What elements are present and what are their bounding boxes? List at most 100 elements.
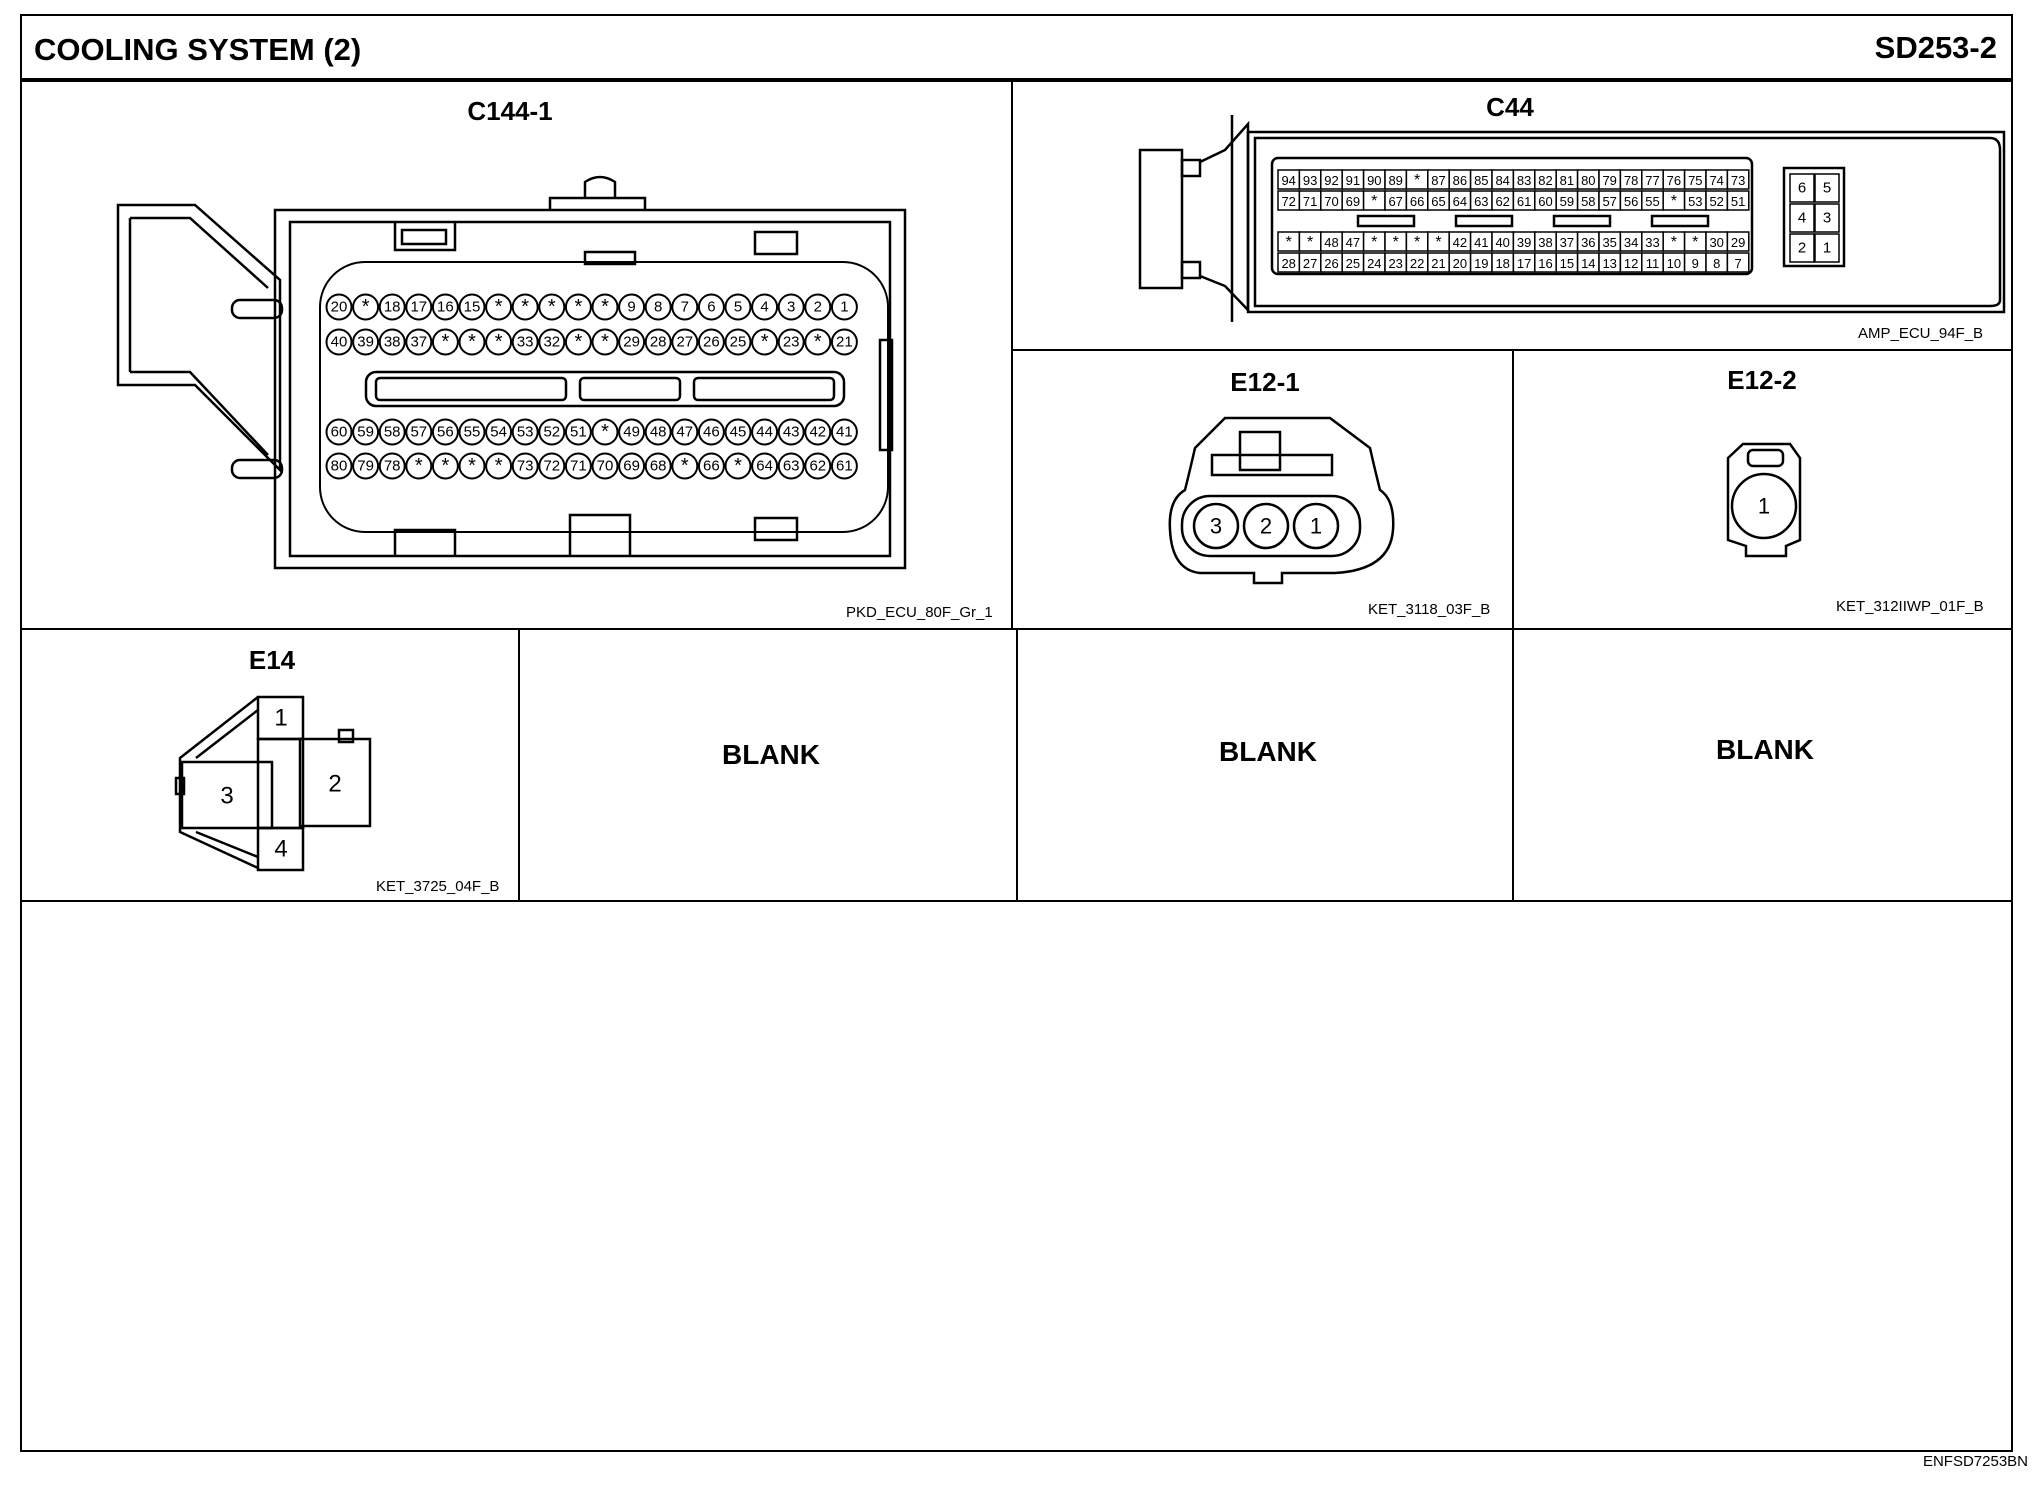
c144-pin bbox=[644, 418, 672, 446]
e12-1-pin-label: 1 bbox=[1310, 514, 1322, 539]
e12-1-pin bbox=[1192, 502, 1240, 550]
page-code: SD253-2 bbox=[1874, 30, 1997, 65]
c144-pin-label: 73 bbox=[517, 458, 534, 475]
c144-pin bbox=[538, 293, 566, 321]
c144-pin-label: 8 bbox=[654, 299, 662, 316]
c144-pin bbox=[671, 328, 699, 356]
c44-pin-label: 16 bbox=[1538, 256, 1552, 271]
c144-pin bbox=[352, 293, 380, 321]
c144-pin bbox=[564, 418, 592, 446]
c44-aux-pin-label: 2 bbox=[1798, 240, 1806, 257]
c44-pin-label: 83 bbox=[1517, 173, 1531, 188]
c144-pin-label: * bbox=[468, 455, 476, 477]
c44-pin-label: 64 bbox=[1453, 194, 1467, 209]
c144-pin-label: 45 bbox=[730, 424, 747, 441]
c144-pin bbox=[724, 418, 752, 446]
c44-pin-label: 39 bbox=[1517, 235, 1531, 250]
c144-pin bbox=[591, 452, 619, 480]
c144-pin-label: * bbox=[761, 331, 769, 353]
c44-pin-label: 56 bbox=[1624, 194, 1638, 209]
c144-pin bbox=[378, 418, 406, 446]
e12-1-part-code: KET_3118_03F_B bbox=[1368, 601, 1491, 618]
c44-pin-label: 37 bbox=[1560, 235, 1574, 250]
c44-pin-label: 14 bbox=[1581, 256, 1595, 271]
c144-pin-label: 32 bbox=[543, 334, 560, 351]
c44-pin-label: 78 bbox=[1624, 173, 1638, 188]
c144-pin bbox=[777, 293, 805, 321]
c44-pin-label: 90 bbox=[1367, 173, 1381, 188]
c144-pin bbox=[830, 452, 858, 480]
c144-pin bbox=[538, 452, 566, 480]
c44-label: C44 bbox=[1486, 92, 1534, 122]
c144-pin-label: * bbox=[575, 296, 583, 318]
c144-pin-label: 15 bbox=[464, 299, 481, 316]
c144-pin-label: 55 bbox=[464, 424, 481, 441]
c44-pin-label: 9 bbox=[1692, 256, 1699, 271]
c44-pin-label: 18 bbox=[1495, 256, 1509, 271]
c144-pin bbox=[724, 452, 752, 480]
c144-label: C144-1 bbox=[467, 96, 553, 126]
c144-pin bbox=[431, 328, 459, 356]
c144-pin bbox=[751, 452, 779, 480]
c144-pin-label: 29 bbox=[623, 334, 640, 351]
c144-pin bbox=[591, 328, 619, 356]
e12-2-part-code: KET_312IIWP_01F_B bbox=[1836, 598, 1984, 615]
c144-pin-label: 80 bbox=[331, 458, 348, 475]
c144-pin bbox=[830, 293, 858, 321]
c44-pin-label: 20 bbox=[1453, 256, 1467, 271]
c144-pin bbox=[458, 293, 486, 321]
c44-pin-label: 81 bbox=[1560, 173, 1574, 188]
c44-pin-label: * bbox=[1371, 193, 1377, 210]
c144-pin bbox=[378, 452, 406, 480]
c144-pin bbox=[644, 328, 672, 356]
c44-pin-label: 85 bbox=[1474, 173, 1488, 188]
c44-aux-pin-label: 3 bbox=[1823, 210, 1831, 227]
e12-2-label: E12-2 bbox=[1727, 365, 1797, 395]
c144-pin bbox=[671, 418, 699, 446]
c44-pin-label: 69 bbox=[1346, 194, 1360, 209]
c44-pin-label: 80 bbox=[1581, 173, 1595, 188]
c44-pin-label: 82 bbox=[1538, 173, 1552, 188]
cell-blank-3 bbox=[1512, 628, 2013, 902]
blank-label-1: BLANK bbox=[722, 739, 820, 770]
c144-pin bbox=[724, 293, 752, 321]
c144-pin-label: * bbox=[601, 421, 609, 443]
c144-pin-label: 71 bbox=[570, 458, 587, 475]
c44-pin-label: 24 bbox=[1367, 256, 1381, 271]
c44-pin-label: 79 bbox=[1602, 173, 1616, 188]
c144-pin bbox=[804, 293, 832, 321]
c44-pin-label: 26 bbox=[1324, 256, 1338, 271]
c144-pin-label: * bbox=[495, 455, 503, 477]
c44-pin-label: * bbox=[1435, 234, 1441, 251]
c44-pin-label: 11 bbox=[1646, 256, 1660, 271]
c44-aux-pin bbox=[1789, 173, 1815, 203]
c144-pin-label: 49 bbox=[623, 424, 640, 441]
c144-pin-label: 64 bbox=[756, 458, 773, 475]
e14-pin-label: 2 bbox=[328, 771, 341, 798]
c144-pin bbox=[671, 293, 699, 321]
c44-pin-label: 93 bbox=[1303, 173, 1317, 188]
c144-part-code: PKD_ECU_80F_Gr_1 bbox=[846, 604, 993, 621]
c44-pin-label: 41 bbox=[1474, 235, 1488, 250]
c144-pin-label: 44 bbox=[756, 424, 773, 441]
c144-pin-label: * bbox=[495, 296, 503, 318]
c144-pin-label: 5 bbox=[734, 299, 742, 316]
c144-pin bbox=[777, 328, 805, 356]
e14-part-code: KET_3725_04F_B bbox=[376, 878, 500, 895]
c44-pin-label: 74 bbox=[1709, 173, 1723, 188]
c144-pin-label: * bbox=[814, 331, 822, 353]
c144-pin-label: 57 bbox=[410, 424, 427, 441]
c144-pin bbox=[511, 328, 539, 356]
c44-pin-label: 86 bbox=[1453, 173, 1467, 188]
c144-pin bbox=[405, 328, 433, 356]
c144-pin bbox=[511, 452, 539, 480]
c144-pin-label: 68 bbox=[650, 458, 667, 475]
c44-pin-label: 89 bbox=[1388, 173, 1402, 188]
c144-pin-label: 66 bbox=[703, 458, 720, 475]
c44-pin-label: 66 bbox=[1410, 194, 1424, 209]
c144-pin bbox=[591, 418, 619, 446]
c144-pin-label: 25 bbox=[730, 334, 747, 351]
c144-pin-label: 48 bbox=[650, 424, 667, 441]
